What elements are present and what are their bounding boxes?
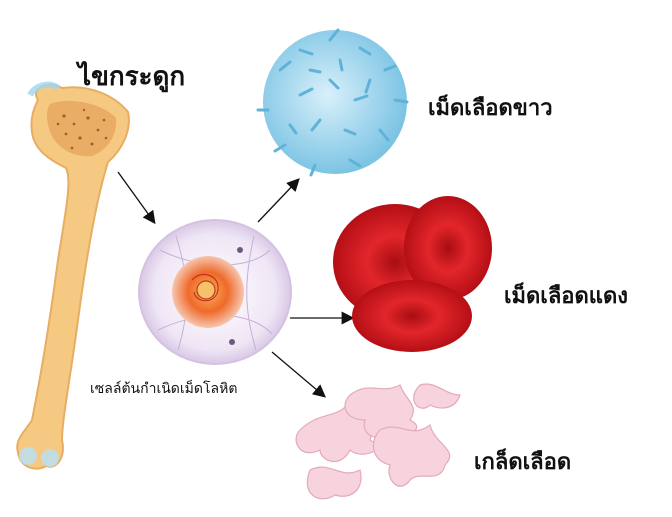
white-blood-cell-icon: [256, 28, 409, 177]
white-blood-cell-label: เม็ดเลือดขาว: [428, 96, 553, 121]
red-blood-cells-icon: [333, 196, 492, 352]
stem-cell-icon: [138, 219, 292, 365]
red-blood-cell-label: เม็ดเลือดแดง: [504, 284, 629, 309]
arrow-bone-to-stem: [117, 171, 156, 225]
bone-icon: [16, 81, 130, 470]
arrow-stem-to-wbc: [257, 178, 300, 223]
stem-cell-label: เซลล์ต้นกำเนิดเม็ดโลหิต: [90, 381, 238, 397]
platelet-label: เกล็ดเลือด: [474, 450, 572, 475]
platelets-icon: [295, 383, 461, 500]
bone-marrow-label: ไขกระดูก: [78, 62, 186, 92]
arrow-stem-to-platelet: [271, 351, 326, 398]
